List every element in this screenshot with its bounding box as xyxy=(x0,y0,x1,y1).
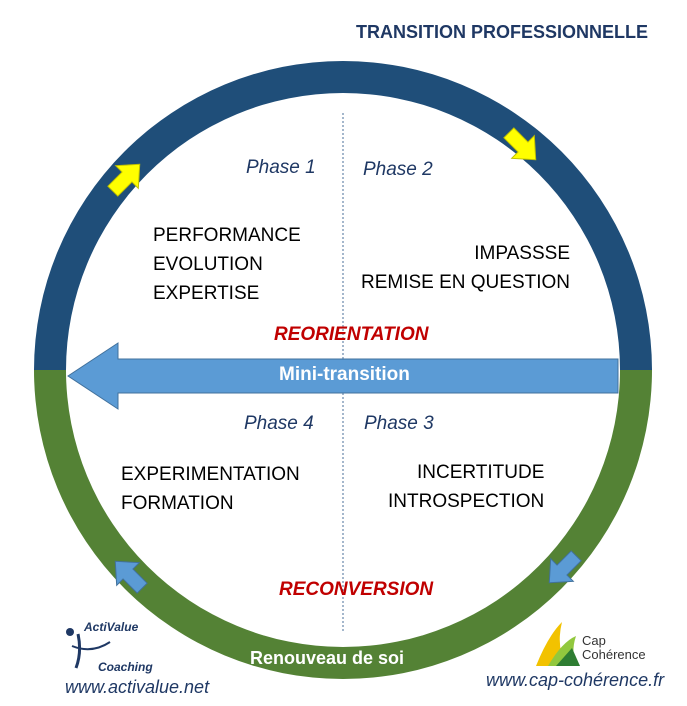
cap-coherence-url[interactable]: www.cap-cohérence.fr xyxy=(486,670,665,690)
activalue-url[interactable]: www.activalue.net xyxy=(65,677,210,697)
cap-coherence-logo-icon xyxy=(536,622,580,666)
yellow-arrow-top-right-icon xyxy=(503,127,537,161)
blue-arrow-bottom-right-icon xyxy=(548,550,582,584)
phase-3-text-line: INTROSPECTION xyxy=(388,491,545,512)
phase-1-text-line: PERFORMANCE xyxy=(153,225,301,246)
phase-2-text-line: IMPASSSE xyxy=(474,243,570,264)
activalue-logo-top-text: ActiValue xyxy=(84,620,139,634)
cap-logo-line-2: Cohérence xyxy=(582,647,646,662)
ring-bottom-half xyxy=(34,370,652,679)
reorientation-label: REORIENTATION xyxy=(274,324,429,345)
reconversion-label: RECONVERSION xyxy=(279,579,434,600)
phase-4-text-line: EXPERIMENTATION xyxy=(121,464,300,485)
activalue-logo-bottom-text: Coaching xyxy=(98,660,153,674)
cap-logo-line-1: Cap xyxy=(582,633,606,648)
phase-4-label: Phase 4 xyxy=(244,413,314,434)
page-title: TRANSITION PROFESSIONNELLE xyxy=(356,22,649,42)
blue-arrow-bottom-left-icon xyxy=(114,560,148,594)
renouveau-label: Renouveau de soi xyxy=(250,648,405,668)
phase-1-label: Phase 1 xyxy=(246,157,316,178)
mini-transition-arrow xyxy=(67,342,619,410)
phase-3-label: Phase 3 xyxy=(364,413,434,434)
yellow-arrow-top-left-icon xyxy=(107,163,141,197)
phase-2-text-line: REMISE EN QUESTION xyxy=(360,272,570,293)
phase-3-text-line: INCERTITUDE xyxy=(417,462,545,483)
phase-1-text-line: EXPERTISE xyxy=(153,283,260,304)
phase-1-text-line: EVOLUTION xyxy=(153,254,263,275)
mini-transition-label: Mini-transition xyxy=(279,364,410,385)
phase-4-text-line: FORMATION xyxy=(121,493,234,514)
activalue-logo-icon xyxy=(66,628,111,669)
phase-2-label: Phase 2 xyxy=(363,159,433,180)
ring-top-half xyxy=(34,61,652,370)
